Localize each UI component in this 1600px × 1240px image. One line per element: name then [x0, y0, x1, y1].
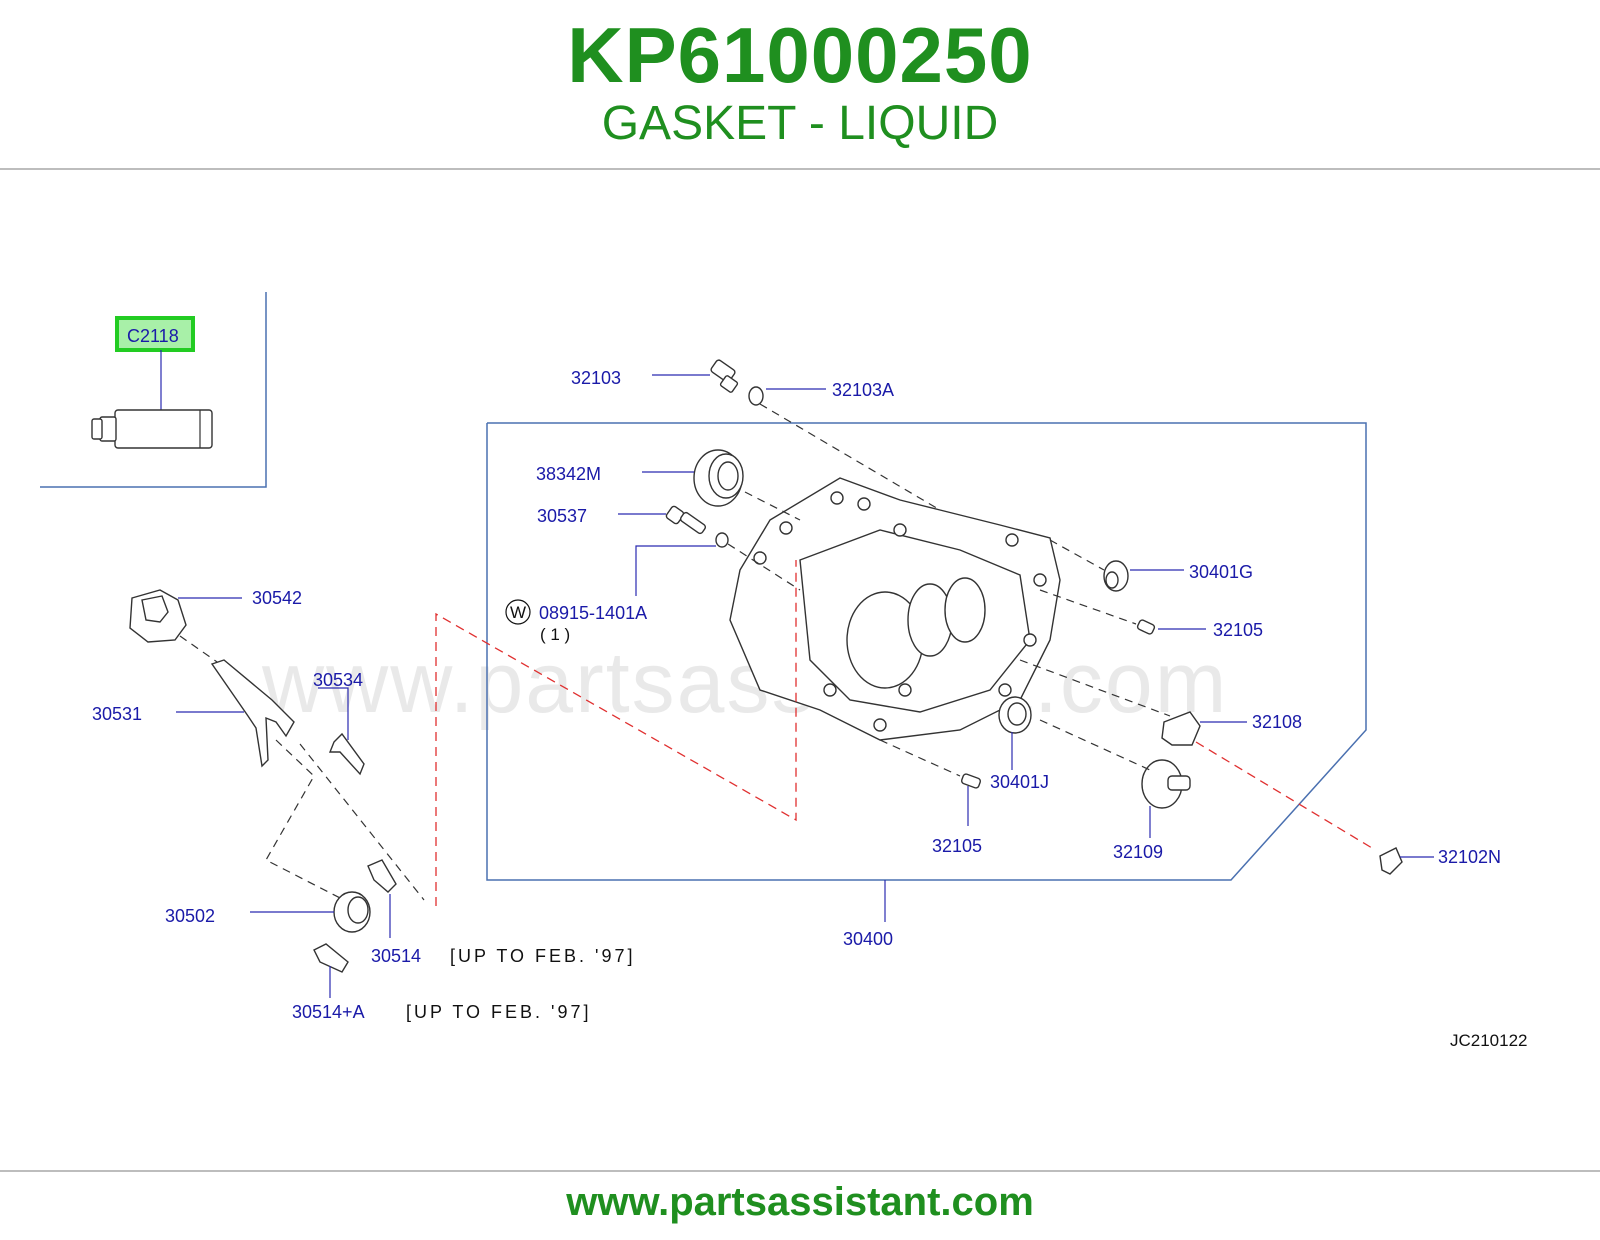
label-30502[interactable]: 30502	[165, 906, 215, 926]
label-32108[interactable]: 32108	[1252, 712, 1302, 732]
inset-frame	[40, 292, 267, 488]
part-number-title: KP61000250	[567, 11, 1033, 99]
pin-30537-icon	[665, 505, 707, 535]
footer-url[interactable]: www.partsassistant.com	[566, 1180, 1034, 1224]
boot-30542-icon	[129, 589, 187, 643]
label-32105-upper[interactable]: 32105	[1213, 620, 1263, 640]
label-38342m[interactable]: 38342M	[536, 464, 601, 484]
label-30534[interactable]: 30534	[313, 670, 363, 690]
bolt-32103-icon	[710, 359, 739, 393]
w-symbol-circle	[505, 599, 531, 625]
leader-30534	[318, 687, 349, 740]
bracket-32108-icon	[1161, 711, 1201, 746]
dash-32103	[759, 403, 941, 511]
label-30542[interactable]: 30542	[252, 588, 302, 608]
label-30401j[interactable]: 30401J	[990, 772, 1049, 792]
label-08915-1401a[interactable]: 08915-1401A	[539, 603, 647, 623]
page-header: KP61000250 GASKET - LIQUID	[0, 0, 1600, 168]
label-32103[interactable]: 32103	[571, 368, 621, 388]
clip-30514-icon	[367, 859, 397, 893]
dash-32105-lower	[879, 739, 961, 777]
dash-32105-upper	[1039, 589, 1137, 625]
note-30514a: [UP TO FEB. '97]	[406, 1002, 592, 1022]
red-dash-zigzag	[435, 560, 797, 906]
seal-30401j-icon	[998, 696, 1032, 734]
label-30514[interactable]: 30514	[371, 946, 421, 966]
pin-32105-lower-icon	[960, 773, 982, 789]
dash-32108	[1019, 659, 1171, 717]
nut-08915-icon	[715, 532, 729, 548]
assembly-frame	[486, 422, 1367, 881]
header-divider	[0, 168, 1600, 170]
label-30514a[interactable]: 30514+A	[292, 1002, 365, 1022]
dash-30542	[179, 635, 221, 665]
gear-32109-icon	[1141, 759, 1191, 809]
label-qty: ( 1 )	[540, 625, 570, 644]
note-30514: [UP TO FEB. '97]	[450, 946, 636, 966]
label-c2118[interactable]: C2118	[127, 326, 179, 346]
label-30531[interactable]: 30531	[92, 704, 142, 724]
dash-32109	[1039, 719, 1151, 771]
footer-divider	[0, 1170, 1600, 1172]
dash-30534	[299, 743, 425, 901]
label-32103a[interactable]: 32103A	[832, 380, 894, 400]
w-symbol-text: W	[510, 603, 526, 622]
dash-30537	[727, 543, 801, 591]
transmission-case-illustration	[729, 477, 1061, 741]
label-32105-lower[interactable]: 32105	[932, 836, 982, 856]
plug-30401g-icon	[1103, 560, 1129, 592]
red-dash-32102n	[1195, 741, 1373, 849]
gasket-tube-icon	[91, 409, 213, 449]
dash-38342m	[744, 491, 801, 521]
label-32102n[interactable]: 32102N	[1438, 847, 1501, 867]
label-30537[interactable]: 30537	[537, 506, 587, 526]
washer-32103a-icon	[748, 386, 764, 406]
part-description: GASKET - LIQUID	[601, 97, 999, 150]
pin-32105-upper-icon	[1136, 619, 1156, 635]
clip-32102n-icon	[1379, 847, 1403, 875]
label-30400[interactable]: 30400	[843, 929, 893, 949]
label-32109[interactable]: 32109	[1113, 842, 1163, 862]
label-30401g[interactable]: 30401G	[1189, 562, 1253, 582]
spring-30534-icon	[328, 732, 365, 776]
highlight-box[interactable]	[115, 316, 195, 352]
bearing-30502-icon	[333, 891, 371, 933]
leader-08915	[635, 545, 716, 596]
fork-30531-icon	[210, 659, 295, 768]
oil-seal-38342m-icon	[693, 449, 744, 507]
dash-30401g	[1049, 539, 1105, 571]
figure-code: JC210122	[1450, 1031, 1528, 1050]
dash-30531	[265, 739, 345, 901]
clip-30514a-icon	[313, 943, 349, 973]
